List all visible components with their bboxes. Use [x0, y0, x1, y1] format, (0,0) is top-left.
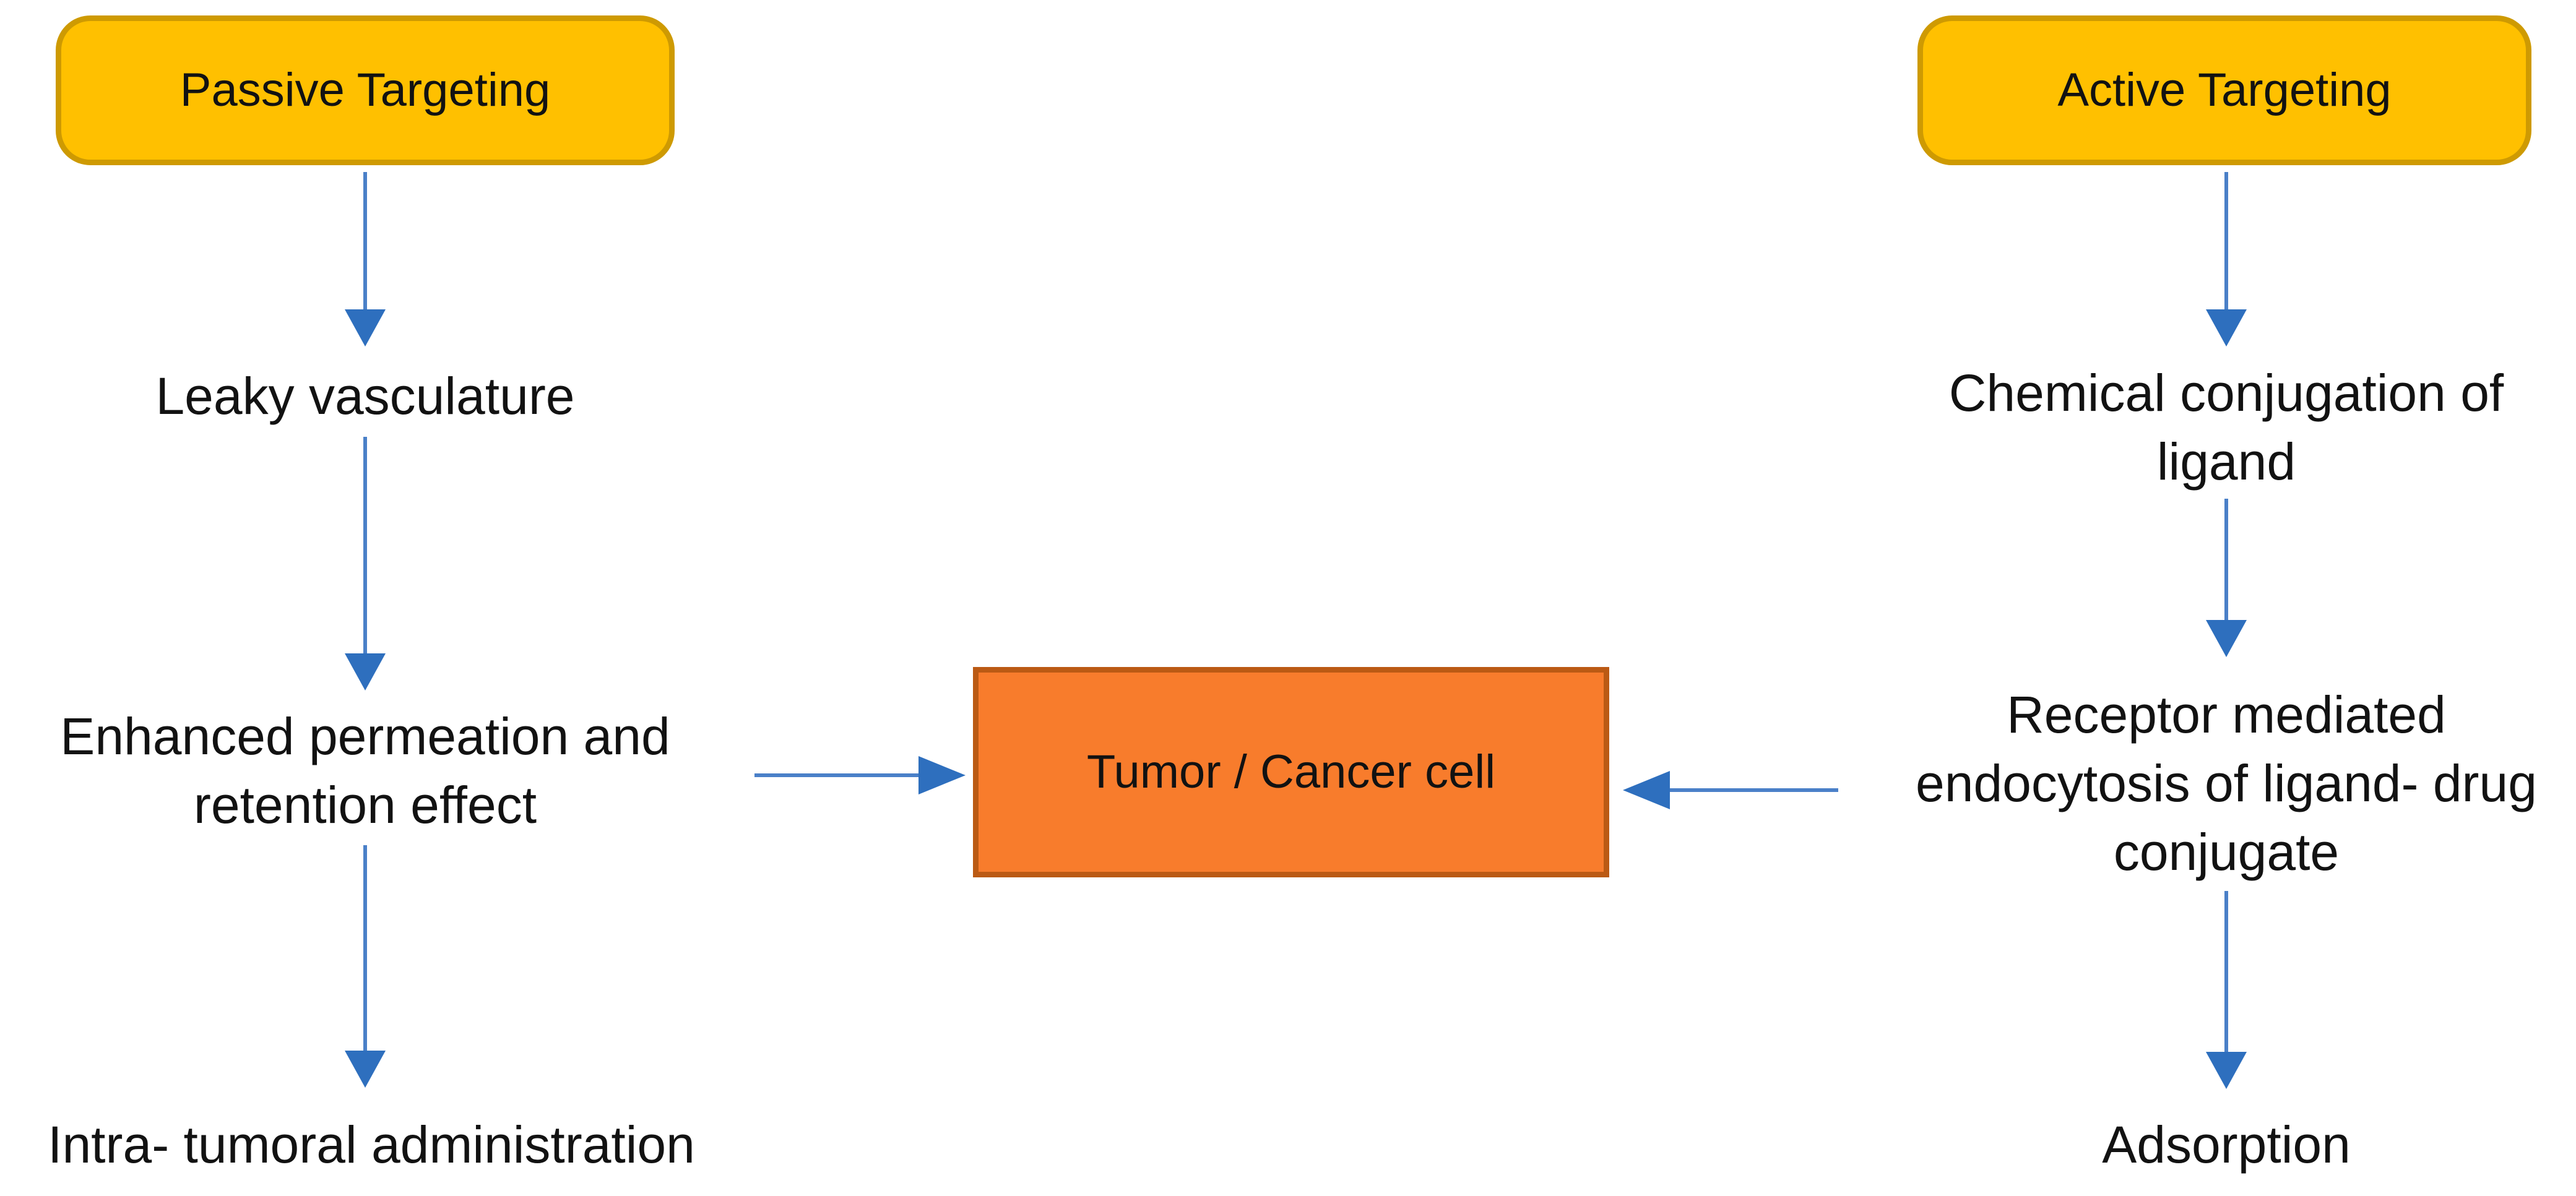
- arrow-head: [918, 756, 966, 794]
- step-receptor-mediated-endocytosis: Receptor mediated endocytosis of ligand-…: [1916, 686, 2537, 881]
- active-targeting-box: Active Targeting: [1917, 15, 2531, 165]
- arrow-shaft: [363, 437, 367, 653]
- passive-targeting-label: Passive Targeting: [179, 64, 551, 117]
- arrow-shaft: [363, 845, 367, 1051]
- active-targeting-label: Active Targeting: [2057, 64, 2392, 117]
- arrow-head: [345, 309, 386, 346]
- down-arrow-icon: [345, 172, 386, 346]
- step-adsorption: Adsorption: [2102, 1116, 2351, 1174]
- step-leaky-vasculature: Leaky vasculature: [155, 367, 575, 425]
- passive-targeting-box: Passive Targeting: [56, 15, 675, 165]
- arrow-shaft: [1670, 788, 1838, 792]
- arrow-shaft: [754, 773, 918, 777]
- step-enhanced-permeation: Enhanced permeation and retention effect: [60, 707, 670, 834]
- down-arrow-icon: [2206, 172, 2247, 346]
- arrow-shaft: [2224, 891, 2228, 1052]
- tumor-cancer-cell-box: Tumor / Cancer cell: [973, 667, 1609, 877]
- arrow-head: [2206, 309, 2247, 346]
- step-intra-tumoral-administration: Intra- tumoral administration: [48, 1116, 695, 1174]
- right-arrow-icon: [754, 756, 966, 794]
- step-chemical-conjugation: Chemical conjugation of ligand: [1948, 364, 2504, 491]
- arrow-head: [2206, 620, 2247, 657]
- arrow-shaft: [2224, 499, 2228, 620]
- down-arrow-icon: [2206, 891, 2247, 1089]
- arrow-shaft: [2224, 172, 2228, 309]
- down-arrow-icon: [345, 437, 386, 690]
- down-arrow-icon: [2206, 499, 2247, 657]
- arrow-head: [345, 653, 386, 690]
- arrow-head: [345, 1051, 386, 1088]
- arrow-shaft: [363, 172, 367, 309]
- tumor-cancer-cell-label: Tumor / Cancer cell: [1086, 746, 1496, 799]
- down-arrow-icon: [345, 845, 386, 1088]
- arrow-head: [1623, 771, 1670, 809]
- left-arrow-icon: [1623, 771, 1838, 809]
- arrow-head: [2206, 1052, 2247, 1089]
